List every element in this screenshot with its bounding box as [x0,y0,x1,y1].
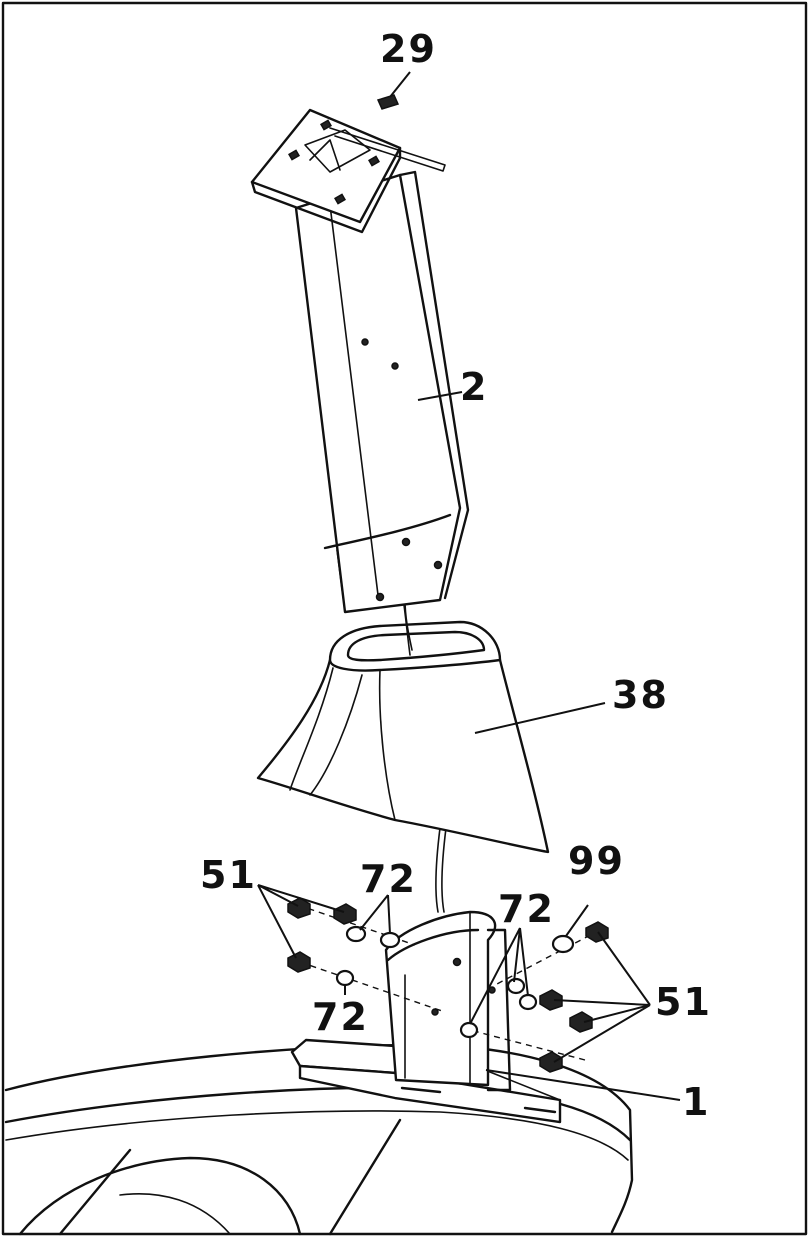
label-38: 38 [612,673,669,717]
washer-72-left-3 [335,969,355,987]
bolt-51-left-3 [287,951,311,973]
label-72-upper-left: 72 [360,857,417,901]
part-2-tube [250,108,470,656]
hardware-right [459,921,609,1073]
washer-72-right-2 [518,993,538,1011]
bolt-51-right-2 [539,989,563,1011]
part-29-clip [376,94,400,110]
washer-72-right-1 [506,977,526,995]
washer-72-left-2 [379,931,401,949]
label-72-lower-left: 72 [312,995,369,1039]
leader-lines [257,71,681,1101]
washer-99 [551,934,575,954]
washer-72-right-3 [459,1021,479,1039]
bolt-51-right-4 [539,1051,563,1073]
part-1-frame [4,1038,634,1236]
bolt-51-right-1 [585,921,609,943]
part-38-shroud [256,599,550,854]
label-51-left: 51 [200,853,257,897]
label-1: 1 [682,1080,710,1124]
label-2: 2 [460,365,488,409]
label-29: 29 [380,27,437,71]
bolt-51-right-3 [569,1011,593,1033]
washer-72-left-1 [345,925,367,943]
hardware-left [287,897,446,1013]
part-1-upright [384,827,512,1092]
bolt-51-left-2 [333,903,357,925]
label-99: 99 [568,839,625,883]
label-51-right: 51 [655,980,712,1024]
label-72-upper-right: 72 [498,887,555,931]
